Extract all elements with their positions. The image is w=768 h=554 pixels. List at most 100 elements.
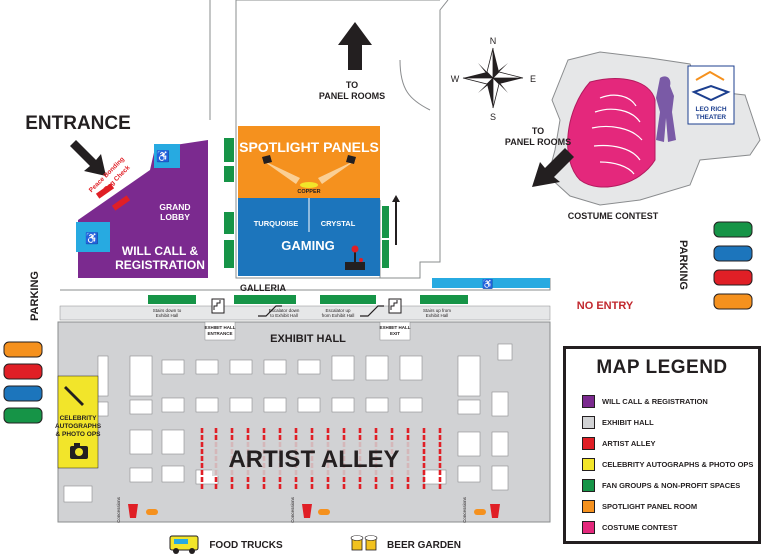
legend-item: ARTIST ALLEY xyxy=(582,437,655,450)
stairs-icon xyxy=(388,298,402,314)
restroom-icon: ♿ xyxy=(85,232,99,245)
entrance-label: ENTRANCE xyxy=(25,113,131,134)
arrow-down-right-icon xyxy=(70,140,106,176)
escalator-icon xyxy=(360,305,384,317)
legend-swatch xyxy=(582,500,595,513)
svg-text:Escalator down: Escalator down xyxy=(269,308,300,313)
galleria-label: GALLERIA xyxy=(240,283,286,293)
camera-icon xyxy=(70,443,88,459)
svg-text:& PHOTO OPS: & PHOTO OPS xyxy=(55,431,101,438)
svg-text:CELEBRITY: CELEBRITY xyxy=(60,415,98,422)
legend-swatch xyxy=(582,437,595,450)
to-panel-rooms-label: PANEL ROOMS xyxy=(505,137,571,147)
legend-swatch xyxy=(582,479,595,492)
svg-text:Stairs down to: Stairs down to xyxy=(153,308,182,313)
legend-item: COSTUME CONTEST xyxy=(582,521,677,534)
artist-alley-label: ARTIST ALLEY xyxy=(228,446,399,473)
galleria-band xyxy=(59,305,551,321)
celebrity-autographs-area: CELEBRITY AUTOGRAPHS & PHOTO OPS xyxy=(55,375,102,469)
burger-icon xyxy=(318,509,330,515)
fan-group-space xyxy=(224,212,234,234)
svg-text:Concessions: Concessions xyxy=(116,496,121,523)
legend-item: FAN GROUPS & NON-PROFIT SPACES xyxy=(582,479,740,492)
legend-swatch xyxy=(582,416,595,429)
legend-label: COSTUME CONTEST xyxy=(602,523,678,532)
restroom-icon: ♿ xyxy=(156,150,170,163)
booth-grid xyxy=(63,343,513,503)
map-legend: MAP LEGEND WILL CALL & REGISTRATION EXHI… xyxy=(563,346,761,544)
legend-swatch xyxy=(582,458,595,471)
burger-icon xyxy=(146,509,158,515)
svg-text:to Exhibit Hall: to Exhibit Hall xyxy=(270,313,298,318)
legend-label: WILL CALL & REGISTRATION xyxy=(602,397,708,406)
legend-label: SPOTLIGHT PANEL ROOM xyxy=(602,502,698,511)
fan-group-space xyxy=(148,295,196,304)
concessions: Concessions Concessions Concessions xyxy=(116,496,500,523)
grand-lobby-label: LOBBY xyxy=(160,212,190,222)
gaming-label: GAMING xyxy=(281,238,334,253)
exhibit-hall xyxy=(57,321,551,523)
svg-text:from Exhibit Hall: from Exhibit Hall xyxy=(322,313,355,318)
legend-item: CELEBRITY AUTOGRAPHS & PHOTO OPS xyxy=(582,458,753,471)
fan-group-space xyxy=(420,295,468,304)
svg-text:AUTOGRAPHS: AUTOGRAPHS xyxy=(55,423,102,430)
exhibit-exit xyxy=(379,321,411,341)
crystal-room-label: CRYSTAL xyxy=(321,219,356,228)
svg-text:EXHIBIT HALL: EXHIBIT HALL xyxy=(380,325,411,330)
will-call-label: REGISTRATION xyxy=(115,258,205,272)
fan-group-space xyxy=(224,166,234,182)
to-panel-rooms-label: PANEL ROOMS xyxy=(319,91,385,101)
fan-group-space xyxy=(224,240,234,268)
theater-name-label: LEO RICH xyxy=(695,106,726,113)
svg-text:Stairs up from: Stairs up from xyxy=(423,308,451,313)
beer-garden-icon xyxy=(350,535,378,551)
to-panel-rooms-label: TO xyxy=(532,126,544,136)
svg-text:ENTRANCE: ENTRANCE xyxy=(207,331,232,336)
stairs-icon xyxy=(211,298,225,314)
legend-swatch xyxy=(582,395,595,408)
food-trucks-label: FOOD TRUCKS xyxy=(209,540,283,551)
parked-cars-left xyxy=(3,341,43,424)
compass-rose-icon: N S E W xyxy=(451,36,536,122)
legend-item: SPOTLIGHT PANEL ROOM xyxy=(582,500,697,513)
arrow-down-left-icon xyxy=(532,148,574,187)
svg-text:N: N xyxy=(490,36,497,46)
svg-text:Concessions: Concessions xyxy=(290,496,295,523)
legend-title: MAP LEGEND xyxy=(596,357,728,378)
svg-text:E: E xyxy=(530,74,536,84)
gaming-area: TURQUOISE CRYSTAL GAMING xyxy=(238,198,380,276)
svg-text:W: W xyxy=(451,74,460,84)
restroom-strip xyxy=(432,278,550,288)
legend-item: EXHIBIT HALL xyxy=(582,416,654,429)
spotlight-panel-room: SPOTLIGHT PANELS COPPER xyxy=(238,126,380,198)
parking-label-right: PARKING xyxy=(677,240,689,290)
joystick-icon xyxy=(345,245,365,270)
theater-logo xyxy=(687,65,735,125)
turquoise-room-label: TURQUOISE xyxy=(254,219,299,228)
food-truck-icon xyxy=(169,535,199,554)
exhibit-entrance xyxy=(204,321,236,341)
parking-label-left: PARKING xyxy=(29,271,41,321)
arrow-up-icon xyxy=(338,22,372,70)
no-entry-label: NO ENTRY xyxy=(577,300,634,312)
will-call-registration-area: ♿ ♿ GRAND LOBBY WILL CALL & REGISTRATION xyxy=(76,140,208,278)
escalator-icon xyxy=(258,305,282,317)
grand-lobby-label: GRAND xyxy=(159,202,190,212)
svg-text:Exhibit Hall: Exhibit Hall xyxy=(156,313,179,318)
fan-group-space xyxy=(320,295,376,304)
beer-garden-label: BEER GARDEN xyxy=(387,540,461,551)
svg-text:EXIT: EXIT xyxy=(390,331,400,336)
drink-icon xyxy=(128,504,138,518)
legend-label: FAN GROUPS & NON-PROFIT SPACES xyxy=(602,481,741,490)
fan-group-space xyxy=(234,295,296,304)
costume-contestant-icon xyxy=(656,76,676,142)
legend-swatch xyxy=(582,521,595,534)
legend-label: ARTIST ALLEY xyxy=(602,439,656,448)
burger-icon xyxy=(474,509,486,515)
svg-text:S: S xyxy=(490,112,496,122)
legend-label: EXHIBIT HALL xyxy=(602,418,654,427)
exhibit-hall-label: EXHIBIT HALL xyxy=(270,333,346,345)
svg-text:EXHIBIT HALL: EXHIBIT HALL xyxy=(205,325,236,330)
leo-rich-theater: LEO RICH THEATER xyxy=(547,51,761,206)
